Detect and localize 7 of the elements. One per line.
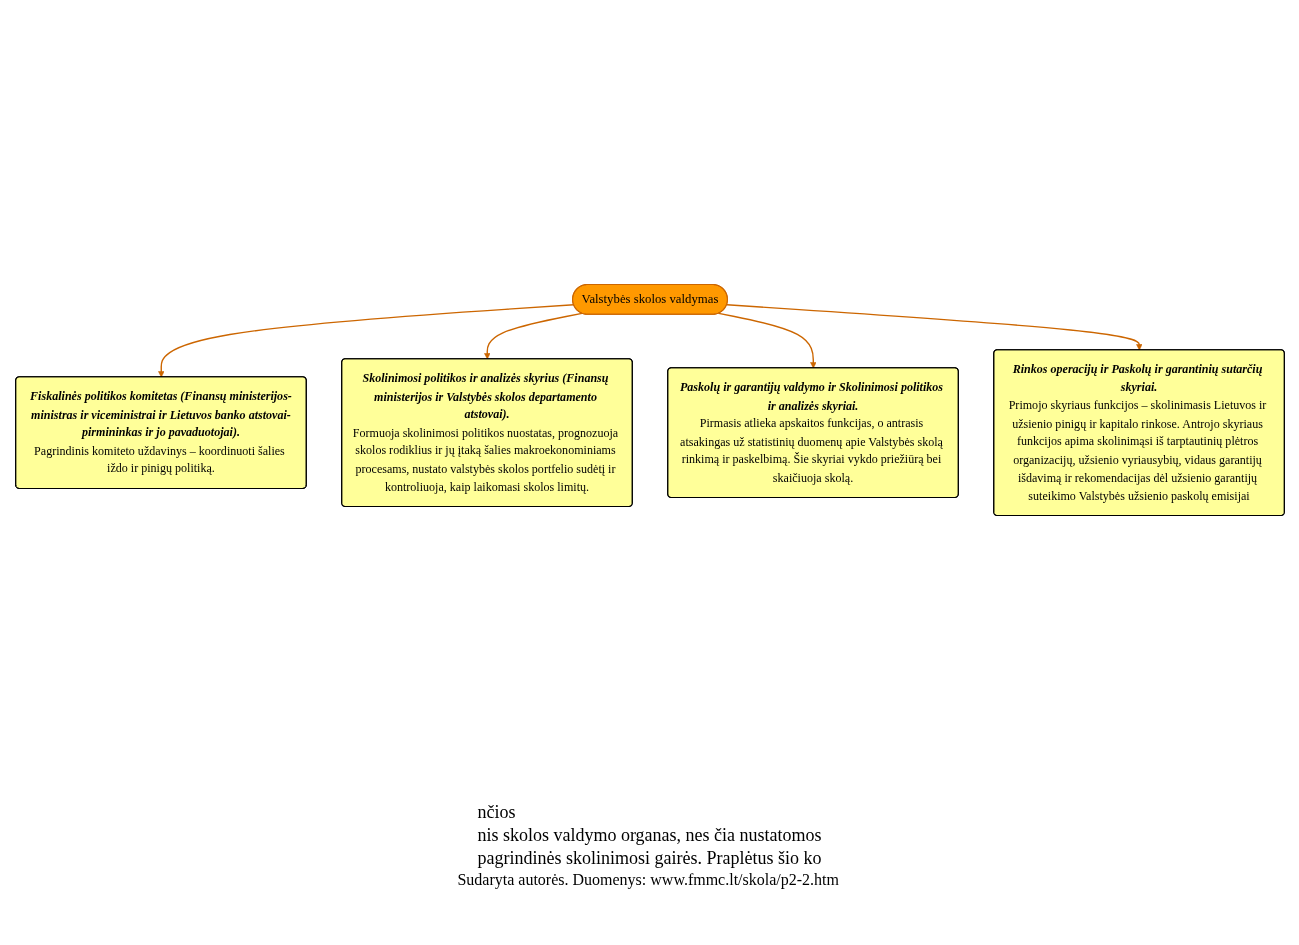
body-text: nčios <box>477 802 517 823</box>
arrow <box>725 304 1142 351</box>
source-caption: Sudaryta autorės. Duomenys: www.fmmc.lt/skola/p2-2.htm <box>457 871 840 889</box>
arrow <box>717 312 816 369</box>
body-text: pagrindinės skolinimosi gairės. Praplėtus šio ko <box>477 848 822 869</box>
body-text: nis skolos valdymo organas, nes čia nustatomos <box>477 825 822 846</box>
arrow <box>483 312 583 360</box>
